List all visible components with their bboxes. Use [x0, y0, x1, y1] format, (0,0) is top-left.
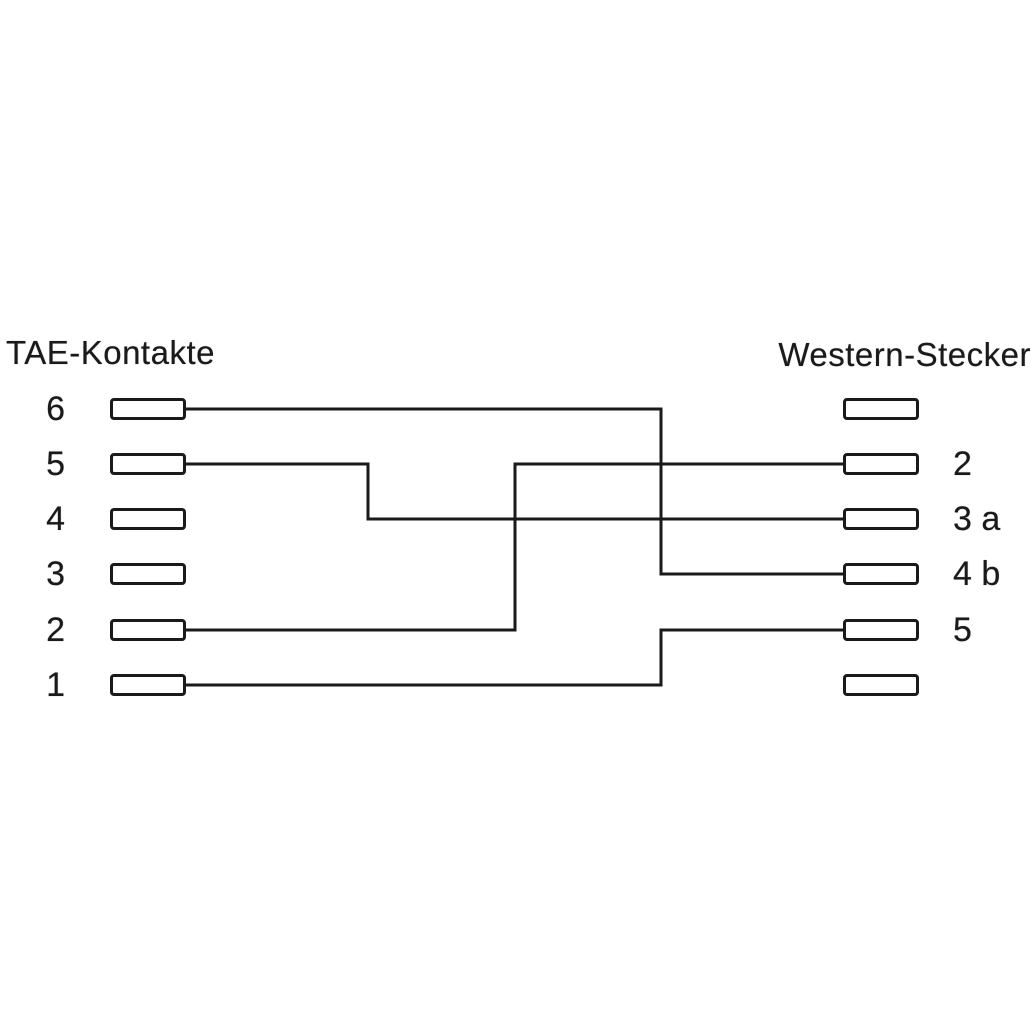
wire-tae-2-to-western-2: [186, 462, 843, 632]
tae-pin-label-4: 4: [46, 500, 65, 538]
tae-title: TAE-Kontakte: [6, 334, 215, 371]
tae-pin-label-1: 1: [46, 666, 65, 704]
tae-pin-label-5: 5: [46, 445, 65, 483]
tae-pin-contact-3: [110, 563, 186, 585]
western-pin-contact-5: [843, 619, 919, 641]
western-pin-label-4b: 4 b: [953, 555, 1001, 593]
tae-pin-contact-1: [110, 674, 186, 696]
western-pin-contact-bottom: [843, 674, 919, 696]
wire-tae-1-to-western-5: [186, 628, 843, 687]
tae-pin-contact-5: [110, 453, 186, 475]
tae-pin-label-3: 3: [46, 555, 65, 593]
tae-pin-contact-4: [110, 508, 186, 530]
western-pin-contact-4b: [843, 563, 919, 585]
tae-pin-contact-2: [110, 619, 186, 641]
tae-pin-label-6: 6: [46, 390, 65, 428]
western-pin-label-5: 5: [953, 611, 972, 649]
wire-tae-5-to-western-3a: [186, 462, 843, 521]
western-pin-contact-top: [843, 398, 919, 420]
western-title: Western-Stecker: [778, 336, 1031, 373]
tae-pin-contact-6: [110, 398, 186, 420]
tae-pin-label-2: 2: [46, 611, 65, 649]
western-pin-label-2: 2: [953, 445, 972, 483]
western-pin-label-3a: 3 a: [953, 500, 1001, 538]
western-pin-contact-2: [843, 453, 919, 475]
wire-tae-6-to-western-4b: [186, 407, 843, 576]
western-pin-contact-3a: [843, 508, 919, 530]
